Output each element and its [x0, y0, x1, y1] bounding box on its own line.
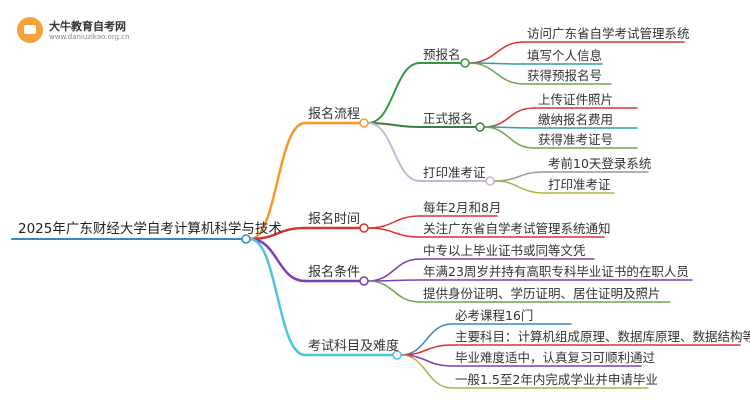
leaf-print-2: 打印准考证	[548, 177, 611, 192]
site-logo: 大牛教育自考网 www.daniuzikao.org.cn	[17, 13, 157, 49]
joint-formal	[475, 122, 485, 132]
leaf-print-1: 考前10天登录系统	[548, 156, 652, 171]
root-node: 2025年广东财经大学自考计算机科学与技术	[18, 221, 282, 237]
link-print-1	[493, 171, 545, 182]
joint-pre	[460, 58, 470, 68]
branch-flow: 报名流程	[308, 107, 361, 122]
link-exam-4	[400, 354, 453, 389]
book-icon	[17, 17, 43, 43]
leaf-formal-1: 上传证件照片	[538, 92, 614, 107]
leaf-exam-3: 毕业难度适中，认真复习可顺利通过	[455, 350, 656, 365]
joint-cond	[359, 276, 369, 286]
link-root-exam	[248, 237, 307, 357]
branch-time: 报名时间	[308, 212, 361, 227]
leaf-exam-2: 主要科目：计算机组成原理、数据库原理、数据结构等	[455, 329, 750, 344]
branch-cond: 报名条件	[308, 265, 361, 280]
leaf-cond-3: 提供身份证明、学历证明、居住证明及照片	[423, 286, 661, 301]
joint-time	[359, 223, 369, 233]
leaf-pre-3: 获得预报名号	[527, 68, 603, 83]
link-formal-3	[483, 126, 535, 149]
leaf-formal-2: 缴纳报名费用	[538, 112, 614, 127]
logo-url: www.daniuzikao.org.cn	[49, 33, 130, 41]
leaf-exam-4: 一般1.5至2年内完成学业并申请毕业	[455, 372, 658, 387]
sub-formal: 正式报名	[423, 111, 474, 126]
link-formal-1	[483, 107, 535, 128]
joint-flow	[359, 118, 369, 128]
link-pre-1	[468, 41, 525, 64]
sub-print: 打印准考证	[423, 165, 486, 180]
leaf-time-1: 每年2月和8月	[423, 200, 502, 215]
root-joint	[241, 234, 251, 244]
branch-exam: 考试科目及难度	[308, 339, 400, 354]
link-time-1	[367, 215, 421, 229]
joint-print	[485, 176, 495, 186]
link-root-cond	[248, 237, 307, 283]
link-cond-3	[367, 280, 421, 303]
logo-title: 大牛教育自考网	[49, 20, 126, 33]
link-flow-pre	[367, 62, 421, 124]
leaf-pre-2: 填写个人信息	[527, 48, 603, 63]
leaf-cond-2: 年满23周岁并持有高职专科毕业证书的在职人员	[423, 264, 689, 279]
leaf-cond-1: 中专以上毕业证书或同等文凭	[423, 243, 586, 258]
link-root-time	[248, 226, 307, 241]
leaf-formal-3: 获得准考证号	[538, 132, 614, 147]
link-flow-print	[367, 122, 421, 182]
joint-exam	[392, 350, 402, 360]
link-cond-1	[367, 258, 421, 282]
link-print-2	[493, 180, 545, 194]
leaf-pre-1: 访问广东省自学考试管理系统	[527, 26, 690, 41]
leaf-time-2: 关注广东省自学考试管理系统通知	[423, 221, 611, 236]
link-time-2	[367, 227, 421, 238]
link-pre-3	[468, 62, 525, 85]
leaf-exam-1: 必考课程16门	[455, 308, 534, 323]
sub-pre: 预报名	[423, 47, 461, 62]
link-root-flow	[248, 121, 307, 241]
